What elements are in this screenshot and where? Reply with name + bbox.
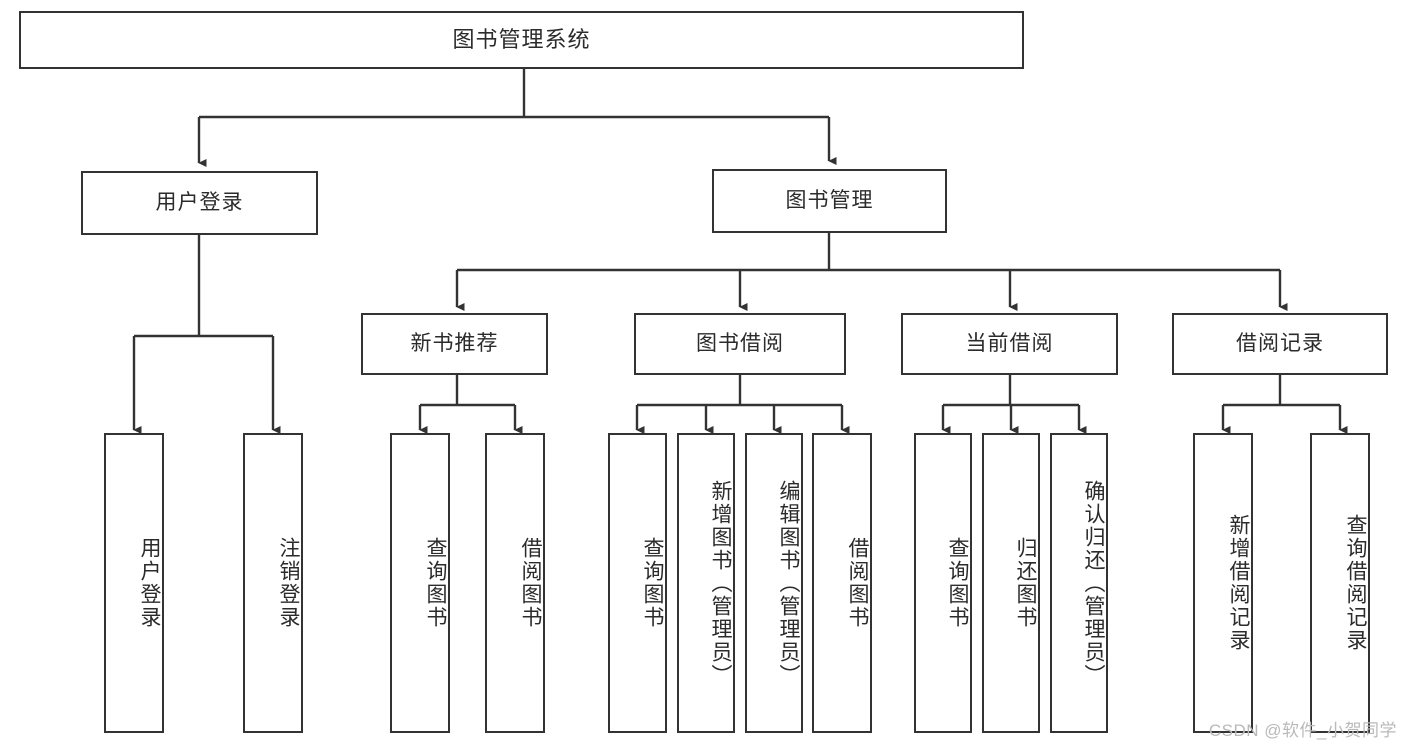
node-leaf-logout[interactable]: 注销登录 xyxy=(243,433,303,733)
node-borrow-record-label: 借阅记录 xyxy=(1236,332,1324,356)
node-leaf-query-record-label: 查询借阅记录 xyxy=(1344,514,1367,652)
node-leaf-borrow-book-1[interactable]: 借阅图书 xyxy=(485,433,545,733)
node-leaf-query-book-3[interactable]: 查询图书 xyxy=(914,433,972,733)
node-book-manage[interactable]: 图书管理 xyxy=(712,169,947,233)
node-book-borrow-label: 图书借阅 xyxy=(696,332,784,356)
node-leaf-query-book-1[interactable]: 查询图书 xyxy=(390,433,450,733)
node-new-book-recommend[interactable]: 新书推荐 xyxy=(361,313,548,375)
node-leaf-borrow-book-1-label: 借阅图书 xyxy=(519,537,542,629)
node-leaf-query-record[interactable]: 查询借阅记录 xyxy=(1310,433,1370,733)
node-leaf-edit-book-label: 编辑图书（管理员） xyxy=(777,479,800,687)
node-leaf-borrow-book-2-label: 借阅图书 xyxy=(846,537,869,629)
node-leaf-add-record[interactable]: 新增借阅记录 xyxy=(1193,433,1253,733)
node-leaf-confirm-return-label: 确认归还（管理员） xyxy=(1082,479,1105,687)
node-leaf-query-book-2-label: 查询图书 xyxy=(641,537,664,629)
node-leaf-confirm-return[interactable]: 确认归还（管理员） xyxy=(1050,433,1108,733)
node-leaf-return-book[interactable]: 归还图书 xyxy=(982,433,1040,733)
node-leaf-add-record-label: 新增借阅记录 xyxy=(1227,514,1250,652)
node-user-login-label: 用户登录 xyxy=(155,191,244,215)
node-leaf-add-book[interactable]: 新增图书（管理员） xyxy=(677,433,735,733)
node-leaf-query-book-2[interactable]: 查询图书 xyxy=(608,433,667,733)
node-book-manage-label: 图书管理 xyxy=(785,189,874,213)
node-root-label: 图书管理系统 xyxy=(452,26,591,52)
node-current-borrow-label: 当前借阅 xyxy=(965,332,1054,356)
csdn-watermark: CSDN @软件_小贺同学 xyxy=(1208,721,1397,740)
node-leaf-query-book-3-label: 查询图书 xyxy=(946,537,969,629)
node-user-login[interactable]: 用户登录 xyxy=(81,171,318,235)
node-book-borrow[interactable]: 图书借阅 xyxy=(634,313,846,375)
node-leaf-borrow-book-2[interactable]: 借阅图书 xyxy=(812,433,872,733)
node-leaf-return-book-label: 归还图书 xyxy=(1014,537,1037,629)
node-leaf-logout-label: 注销登录 xyxy=(277,537,300,629)
node-current-borrow[interactable]: 当前借阅 xyxy=(901,313,1118,375)
node-new-book-recommend-label: 新书推荐 xyxy=(410,332,499,356)
node-leaf-user-login[interactable]: 用户登录 xyxy=(104,433,164,733)
node-leaf-add-book-label: 新增图书（管理员） xyxy=(709,479,732,687)
node-leaf-user-login-label: 用户登录 xyxy=(138,537,161,629)
node-leaf-edit-book[interactable]: 编辑图书（管理员） xyxy=(745,433,803,733)
node-leaf-query-book-1-label: 查询图书 xyxy=(424,537,447,629)
node-borrow-record[interactable]: 借阅记录 xyxy=(1172,313,1388,375)
node-root[interactable]: 图书管理系统 xyxy=(19,11,1024,69)
